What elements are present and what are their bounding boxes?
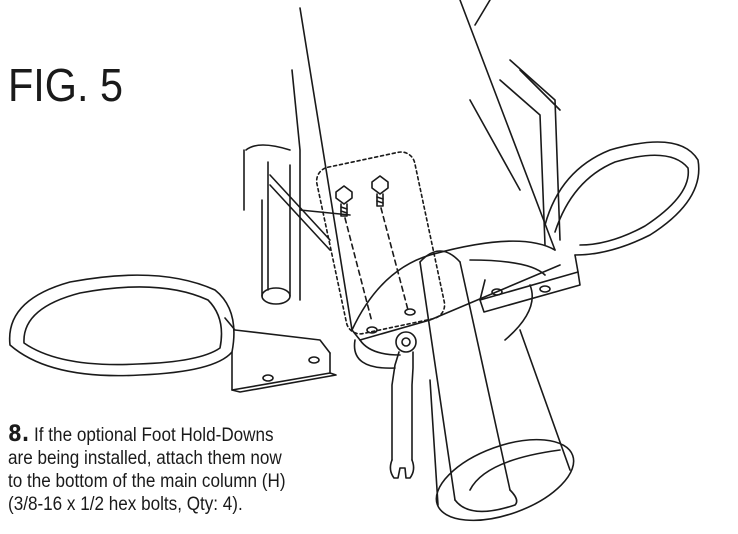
instruction-line-3: to the bottom of the main column (H): [8, 471, 286, 492]
wrench: [389, 331, 417, 479]
instruction-line-2: are being installed, attach them now: [8, 448, 282, 469]
hex-bolts: [335, 175, 409, 323]
front-upright-tube: [419, 250, 518, 513]
bracket-holes: [366, 308, 416, 334]
rear-frame: [269, 0, 561, 301]
base-plate: [353, 259, 546, 369]
left-post: [243, 144, 291, 305]
instruction-text: 8. If the optional Foot Hold-Downs are b…: [8, 423, 395, 516]
bolt-callout-box: [315, 151, 446, 335]
right-foot-hold-down: [479, 141, 700, 313]
left-foot-hold-down: [8, 274, 337, 393]
step-number: 8.: [8, 422, 30, 447]
lower-column: [429, 329, 575, 522]
instruction-line-4: (3/8-16 x 1/2 hex bolts, Qty: 4).: [8, 494, 243, 515]
figure-title: FIG. 5: [8, 59, 124, 111]
instruction-line-1: 8. If the optional Foot Hold-Downs: [8, 422, 274, 447]
